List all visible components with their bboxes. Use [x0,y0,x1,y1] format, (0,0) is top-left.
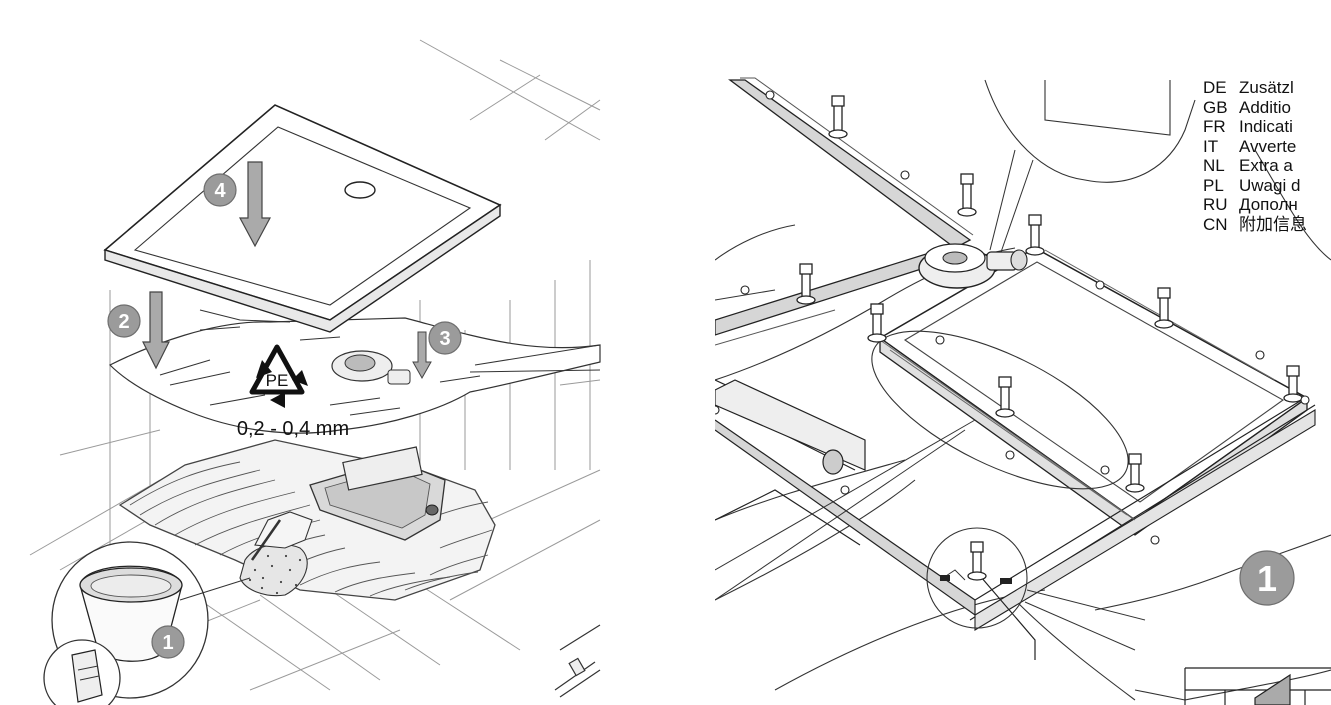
step-1-badge: 1 [151,625,185,659]
arrows [142,161,432,380]
step-2-badge: 2 [107,304,141,338]
floor-drain-on-foil [331,350,411,385]
svg-text:1: 1 [1257,558,1277,599]
step-4-badge: 4 [203,173,237,207]
right-step-1-badge: 1 [1239,550,1295,606]
recycle-label: PE [266,371,289,390]
svg-text:3: 3 [439,328,450,350]
pe-recycle-symbol: PE [249,344,308,408]
left-installation-diagram: PE 0,2 - 0,4 mm [0,0,610,705]
detail-bag-circle [43,639,121,705]
floor-drain [918,243,1028,289]
svg-text:1: 1 [162,632,173,654]
foil-thickness-label: 0,2 - 0,4 mm [237,418,349,440]
svg-text:4: 4 [214,180,226,202]
callout-bubble-top [984,79,1196,256]
screed-layer [118,439,496,601]
frame-bolts [715,90,1310,545]
left-diagram-svg: PE 0,2 - 0,4 mm [29,39,601,705]
detail-circle-corner [926,527,1146,651]
svg-text:2: 2 [118,311,129,333]
detail-oval [715,330,1129,601]
corner-fragment [1184,667,1331,705]
right-diagram-svg: 1 [715,77,1331,705]
step-3-badge: 3 [428,321,462,355]
shower-tray [103,104,502,333]
corner-tool-fragment [554,624,601,698]
frame-profile [715,77,1316,660]
pe-foil-sheet [108,317,601,434]
